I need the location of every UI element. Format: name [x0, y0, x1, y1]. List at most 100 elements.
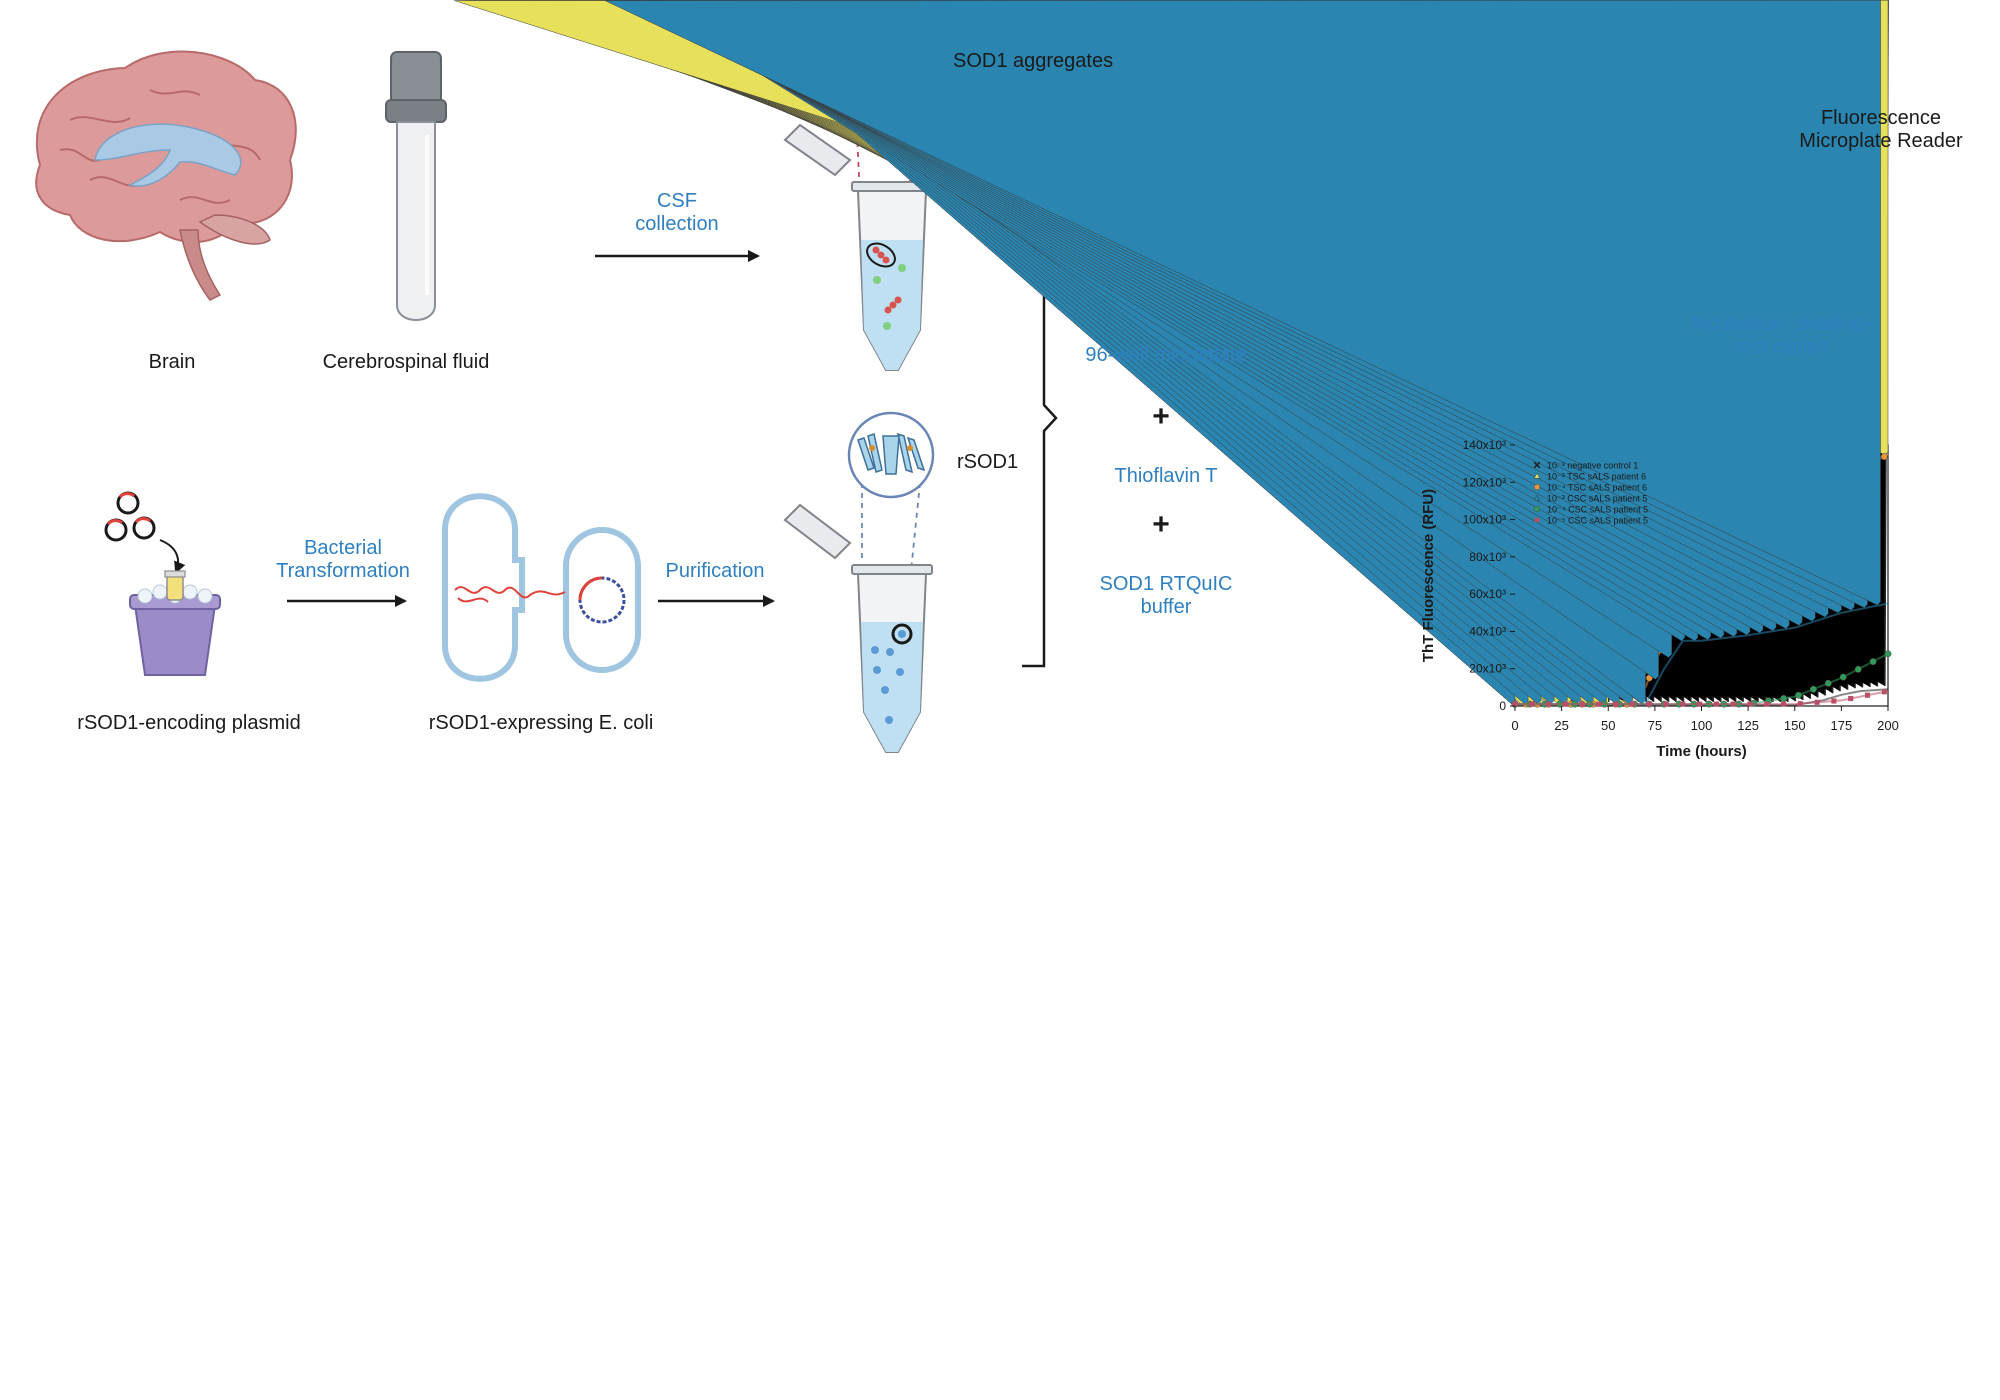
data-point: [1795, 691, 1802, 699]
reader-line1: Fluorescence: [1820, 107, 1942, 129]
x-tick-label: 75: [1648, 718, 1662, 733]
data-point: [1663, 701, 1669, 707]
buffer-line1: SOD1 RTQuIC: [1099, 573, 1233, 595]
incubation-line1: Incubation: shaking-: [1691, 313, 1871, 335]
data-point: [1680, 701, 1686, 707]
data-point: [1848, 695, 1854, 702]
data-point: [1529, 701, 1535, 707]
legend-entry: 10⁻⁴ CSC sALS patient 5: [1547, 505, 1648, 515]
data-point: [1533, 461, 1541, 469]
x-tick-label: 100: [1691, 718, 1713, 733]
data-point: [1533, 483, 1541, 491]
reader-label: Fluorescence Microplate Reader: [1799, 107, 1962, 153]
y-tick-label: 0: [1499, 699, 1506, 713]
ecoli-label: rSOD1-expressing E. coli: [428, 712, 654, 734]
csf-collection-line1: CSF: [656, 190, 697, 212]
y-tick-label: 40x10³: [1469, 624, 1506, 638]
data-point: [1546, 701, 1552, 707]
y-tick-label: 60x10³: [1469, 587, 1506, 601]
y-axis-label: ThT Fluorescence (RFU): [1420, 489, 1437, 662]
x-tick-label: 175: [1831, 718, 1853, 733]
data-point: [1613, 701, 1619, 707]
purification-label: Purification: [665, 560, 765, 582]
plus-sign-1: +: [1152, 400, 1170, 433]
series-6: [1512, 689, 1889, 707]
data-point: [1869, 658, 1877, 666]
y-tick-label: 80x10³: [1469, 550, 1506, 564]
data-point: [1646, 701, 1652, 707]
legend-entry: 10⁻⁴ TSC sALS patient 6: [1547, 483, 1647, 493]
rsod1-label: rSOD1: [957, 451, 1019, 473]
legend-entry: 10⁻³ negative control 1: [1547, 461, 1638, 471]
data-point: [1781, 701, 1787, 707]
csf-collection-line2: collection: [635, 213, 719, 235]
data-point: [1713, 701, 1719, 707]
data-point: [1534, 517, 1540, 523]
rtquic-buffer-label: SOD1 RTQuIC buffer: [1100, 573, 1233, 619]
data-point: [1697, 701, 1703, 707]
y-tick-label: 100x10³: [1463, 513, 1506, 527]
data-point: [1797, 701, 1803, 707]
rsod1-sample-tube-icon: [783, 482, 933, 753]
series-4: [604, 0, 1889, 706]
data-point: [1809, 685, 1817, 693]
y-tick-label: 140x10³: [1463, 438, 1506, 452]
data-point: [1533, 494, 1541, 501]
legend-entry: 10⁻³ TSC sALS patient 6: [1547, 472, 1646, 482]
data-point: [1596, 701, 1602, 707]
legend-entry: 10⁻⁵ CSC sALS patient 5: [1547, 516, 1648, 526]
microplate-label: 96-well microplate: [1085, 344, 1247, 366]
ecoli-icon: [442, 493, 641, 682]
data-point: [1730, 701, 1736, 707]
data-point: [1884, 650, 1892, 658]
x-axis-label: Time (hours): [1656, 743, 1747, 760]
csf-tube-icon: [385, 51, 447, 321]
incubation-line2: rest cycles: [1733, 336, 1829, 358]
data-point: [1629, 701, 1636, 707]
data-point: [1533, 472, 1541, 479]
series-line: [1515, 602, 1889, 706]
csf-tube-label: Cerebrospinal fluid: [322, 351, 490, 373]
sod1-aggregates-label: SOD1 aggregates: [953, 50, 1114, 72]
legend-entry: 10⁻³ CSC sALS patient 5: [1547, 494, 1647, 504]
plus-sign-2: +: [1152, 508, 1170, 541]
x-tick-label: 0: [1511, 718, 1518, 733]
data-point: [1854, 665, 1862, 673]
data-point: [1824, 679, 1832, 687]
bacterial-transformation-label: Bacterial Transformation: [276, 537, 410, 583]
data-point: [1814, 699, 1820, 705]
thioflavin-label: Thioflavin T: [1114, 465, 1218, 487]
x-tick-label: 125: [1737, 718, 1759, 733]
plasmid-icon: [104, 491, 186, 574]
x-tick-label: 200: [1877, 718, 1899, 733]
data-point: [1880, 453, 1888, 461]
bacterial-line1: Bacterial: [304, 537, 382, 559]
incubation-label: Incubation: shaking- rest cycles: [1691, 313, 1870, 359]
rsod1-structure-icon: [847, 411, 935, 499]
data-point: [1512, 701, 1518, 707]
data-point: [1831, 698, 1837, 704]
data-point: [1747, 701, 1753, 707]
data-point: [1780, 695, 1788, 702]
ice-pot-icon: [129, 570, 221, 676]
x-tick-label: 25: [1554, 718, 1568, 733]
data-point: [604, 0, 1881, 606]
csf-collection-label: CSF collection: [635, 190, 718, 236]
reader-line2: Microplate Reader: [1799, 130, 1963, 152]
data-point: [1864, 692, 1871, 698]
data-point: [1764, 701, 1770, 707]
brain-icon: [35, 50, 297, 301]
y-tick-label: 20x10³: [1469, 662, 1506, 676]
data-point: [1579, 701, 1585, 707]
bacterial-line2: Transformation: [276, 560, 410, 582]
buffer-line2: buffer: [1140, 596, 1192, 618]
data-point: [1562, 701, 1568, 707]
data-point: [1881, 689, 1887, 695]
data-point: [1533, 505, 1541, 513]
brain-label: Brain: [148, 351, 196, 373]
data-point: [1839, 673, 1847, 681]
y-tick-label: 120x10³: [1463, 475, 1506, 489]
